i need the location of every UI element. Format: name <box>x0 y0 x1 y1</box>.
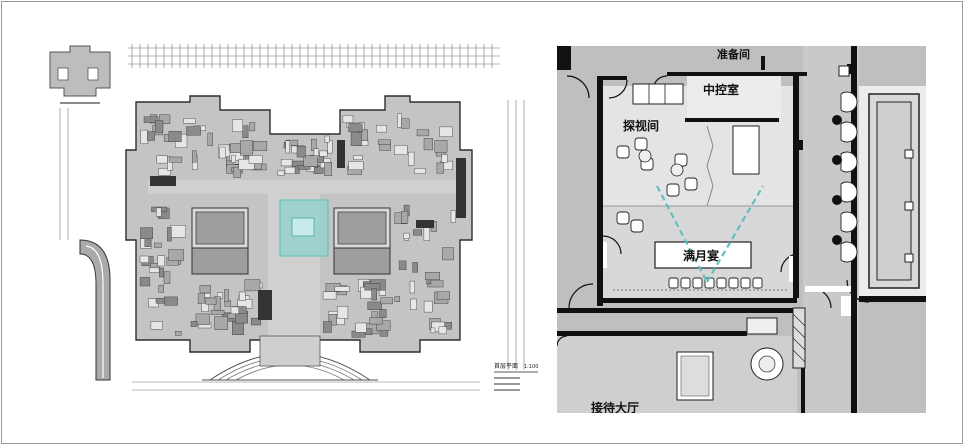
entrance-steps <box>202 335 378 381</box>
partition-screen <box>706 125 714 207</box>
banquet-stage <box>654 241 752 269</box>
top-dimension-lines <box>128 47 500 65</box>
courtyard-right <box>333 207 391 275</box>
curved-ramp <box>79 239 111 381</box>
overview-floor-plan: 首层平面 1:100 <box>40 40 540 410</box>
stair-cores <box>150 140 466 320</box>
label-full-moon-banquet: 满月宴 <box>683 248 719 263</box>
long-table <box>732 125 760 175</box>
courtyard-left <box>191 207 249 275</box>
key-plan-thumbnail <box>49 45 111 104</box>
lounge-chairs <box>616 137 698 233</box>
sofa <box>632 83 684 105</box>
chair-row <box>668 277 763 289</box>
main-corridor <box>148 180 458 194</box>
label-control-room: 中控室 <box>703 82 739 97</box>
plan-title: 首层平面 <box>494 362 518 370</box>
interior-rooms <box>139 113 456 338</box>
label-reception-hall: 接待大厅 <box>591 400 639 413</box>
bottom-dimension-lines <box>132 381 480 391</box>
plan-scale: 1:100 <box>524 364 538 370</box>
sightlines <box>656 185 764 283</box>
door-swings <box>557 75 870 347</box>
control-room-floor <box>687 76 781 118</box>
title-block: 首层平面 1:100 <box>494 362 538 391</box>
highlighted-area <box>279 199 329 257</box>
reception-furniture <box>676 307 806 401</box>
detail-plan-drawing: 准备间 中控室 探视间 满月宴 接待大厅 <box>557 46 926 413</box>
right-column-fixtures <box>832 65 914 263</box>
overview-plan-drawing: 首层平面 1:100 <box>49 44 538 391</box>
door-openings <box>603 242 851 316</box>
detail-floor-plan: 准备间 中控室 探视间 满月宴 接待大厅 <box>557 46 926 413</box>
side-dimension-lines <box>59 100 525 370</box>
label-visiting-room: 探视间 <box>623 118 659 133</box>
label-prep-room: 准备间 <box>717 47 750 61</box>
